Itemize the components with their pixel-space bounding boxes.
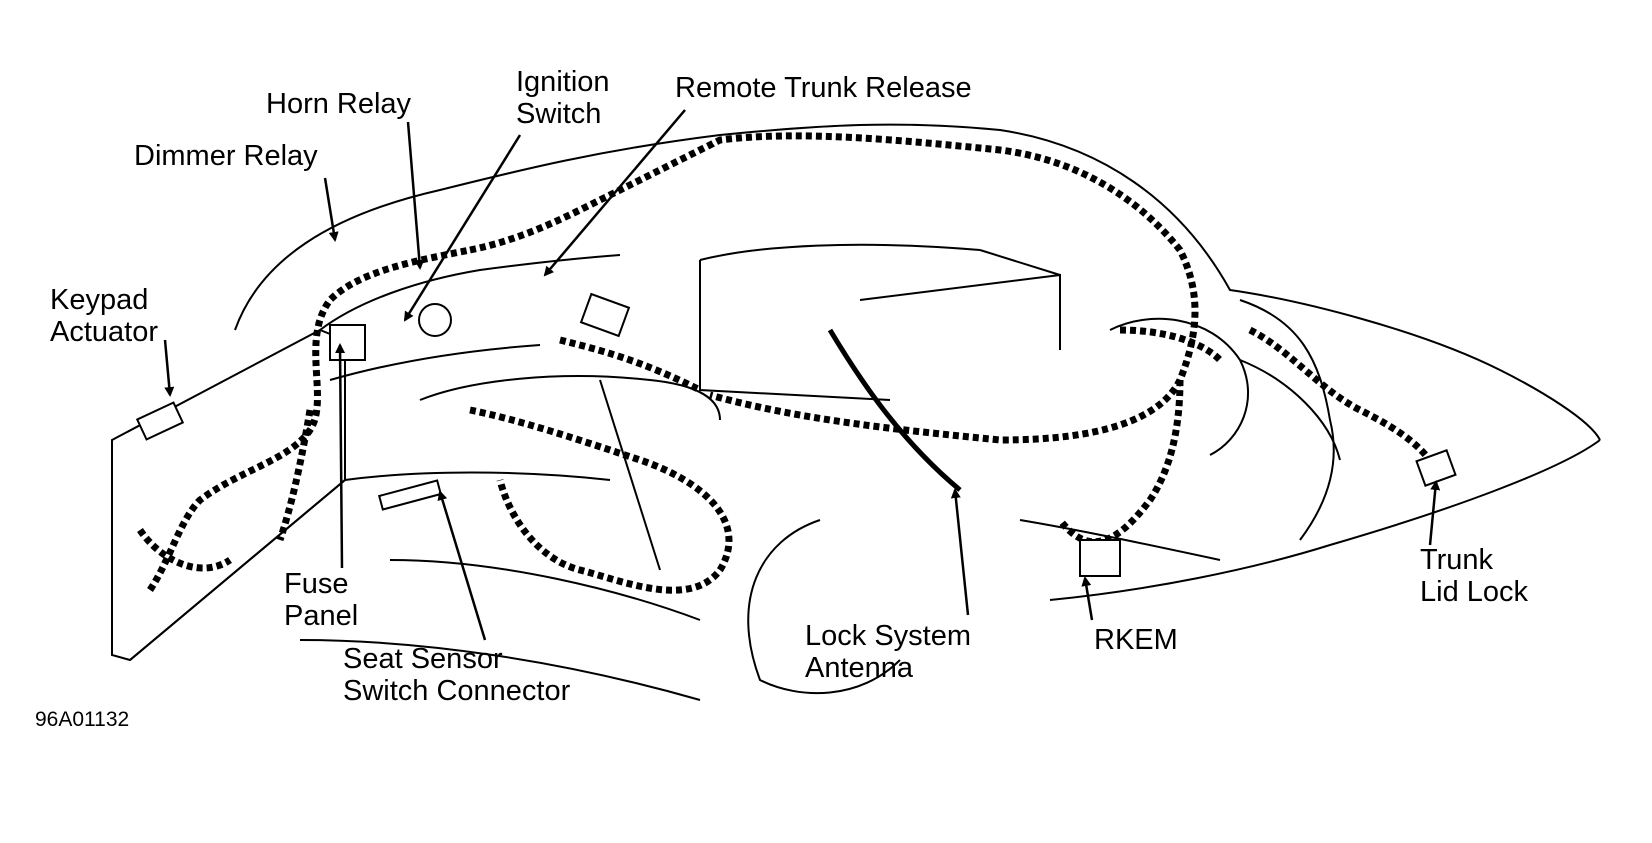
vehicle-body-outline [111, 123, 1601, 701]
wiring-harness [137, 132, 1444, 594]
label-fuse-panel-line-2: Panel [284, 600, 359, 632]
leader-trunk-lid-lock [1428, 480, 1441, 546]
label-seat-sensor-line-1: Seat Sensor [343, 643, 503, 675]
remote-trunk-release-component [579, 292, 631, 338]
label-remote-trunk-release: Remote Trunk Release [675, 72, 972, 104]
ignition-switch-component [418, 303, 452, 337]
label-keypad-actuator-line-2: Actuator [50, 316, 158, 348]
leader-horn-relay [406, 121, 425, 270]
label-keypad-actuator-line-1: Keypad [50, 284, 149, 316]
label-ignition-switch-line-1: Ignition [516, 66, 610, 98]
leader-seat-sensor [437, 490, 487, 641]
lock-system-antenna-wire [827, 328, 962, 492]
label-dimmer-relay: Dimmer Relay [134, 140, 318, 172]
keypad-actuator-component [135, 401, 185, 441]
label-ignition-switch-line-2: Switch [516, 98, 602, 130]
label-trunk-lid-lock-line-1: Trunk [1420, 544, 1494, 576]
label-fuse-panel: Fuse Panel [284, 568, 358, 632]
leader-lock-system-antenna [950, 488, 970, 616]
label-trunk-lid-lock: Trunk Lid Lock [1420, 544, 1528, 608]
label-lock-system-antenna-line-1: Lock System [805, 620, 971, 652]
label-keypad-actuator: Keypad Actuator [50, 284, 158, 348]
leader-dimmer-relay [323, 177, 339, 242]
leader-remote-trunk-release [543, 109, 686, 277]
components [135, 292, 1457, 577]
label-seat-sensor-line-2: Switch Connector [343, 675, 571, 707]
leader-fuse-panel [335, 343, 346, 569]
label-rkem-text: RKEM [1094, 624, 1178, 656]
label-lock-system-antenna-line-2: Antenna [805, 652, 914, 684]
label-rkem: RKEM [1094, 624, 1178, 656]
label-remote-trunk-release-text: Remote Trunk Release [675, 72, 972, 104]
figure-id: 96A01132 [35, 708, 130, 731]
label-ignition-switch: Ignition Switch [516, 66, 610, 130]
fuse-panel-component [329, 324, 366, 361]
seat-sensor-connector-component [377, 479, 443, 511]
label-horn-relay-text: Horn Relay [266, 88, 412, 120]
leader-keypad-actuator [163, 339, 175, 397]
leader-ignition-switch [403, 134, 522, 322]
label-horn-relay: Horn Relay [266, 88, 411, 120]
label-lock-system-antenna: Lock System Antenna [805, 620, 971, 684]
label-seat-sensor: Seat Sensor Switch Connector [343, 643, 570, 707]
leader-lines [163, 109, 1441, 641]
trunk-lid-lock-component [1415, 449, 1457, 487]
label-trunk-lid-lock-line-2: Lid Lock [1420, 576, 1529, 608]
label-fuse-panel-line-1: Fuse [284, 568, 349, 600]
leader-rkem [1081, 576, 1094, 621]
label-dimmer-relay-text: Dimmer Relay [134, 140, 318, 172]
rkem-component [1079, 539, 1121, 577]
